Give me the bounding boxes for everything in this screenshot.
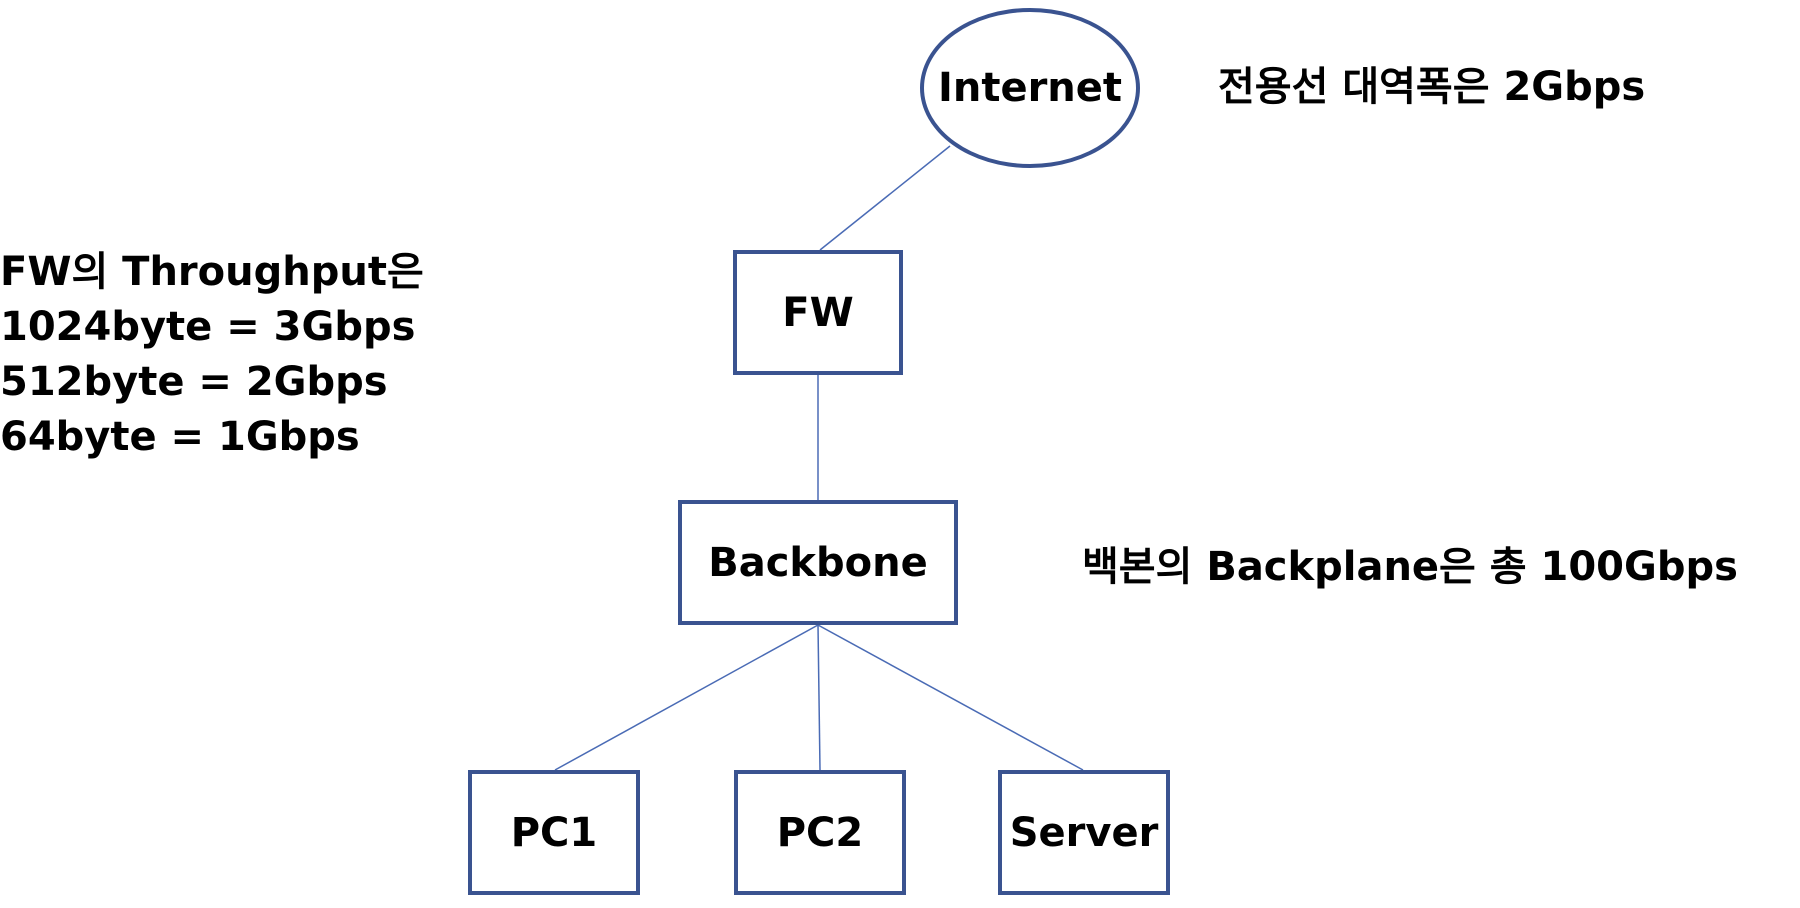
backbone-label: Backbone: [708, 539, 928, 586]
internet-label: Internet: [937, 65, 1123, 111]
pc1-label: PC1: [510, 809, 598, 856]
backplane-note: 백본의 Backplane은 총 100Gbps: [1082, 544, 1738, 590]
backbone-node: Backbone: [678, 500, 958, 625]
pc2-node: PC2: [734, 770, 906, 895]
fw-throughput-line: 64byte = 1Gbps: [0, 414, 360, 460]
edge-backbone-server: [817, 624, 1084, 771]
server-label: Server: [1009, 809, 1159, 856]
fw-label: FW: [782, 289, 854, 336]
pc2-label: PC2: [776, 809, 864, 856]
fw-node: FW: [733, 250, 903, 375]
edge-internet-fw: [819, 145, 951, 251]
edge-backbone-pc1: [554, 624, 819, 771]
fw-throughput-note: FW의 Throughput은 1024byte = 3Gbps 512byte…: [0, 245, 424, 465]
fw-throughput-line: 1024byte = 3Gbps: [0, 304, 416, 350]
internet-node: Internet: [920, 8, 1140, 168]
line-bandwidth-note: 전용선 대역폭은 2Gbps: [1218, 64, 1646, 110]
fw-throughput-line: FW의 Throughput은: [0, 249, 424, 295]
server-node: Server: [998, 770, 1170, 895]
edge-backbone-pc2: [817, 624, 821, 771]
fw-throughput-line: 512byte = 2Gbps: [0, 359, 388, 405]
pc1-node: PC1: [468, 770, 640, 895]
